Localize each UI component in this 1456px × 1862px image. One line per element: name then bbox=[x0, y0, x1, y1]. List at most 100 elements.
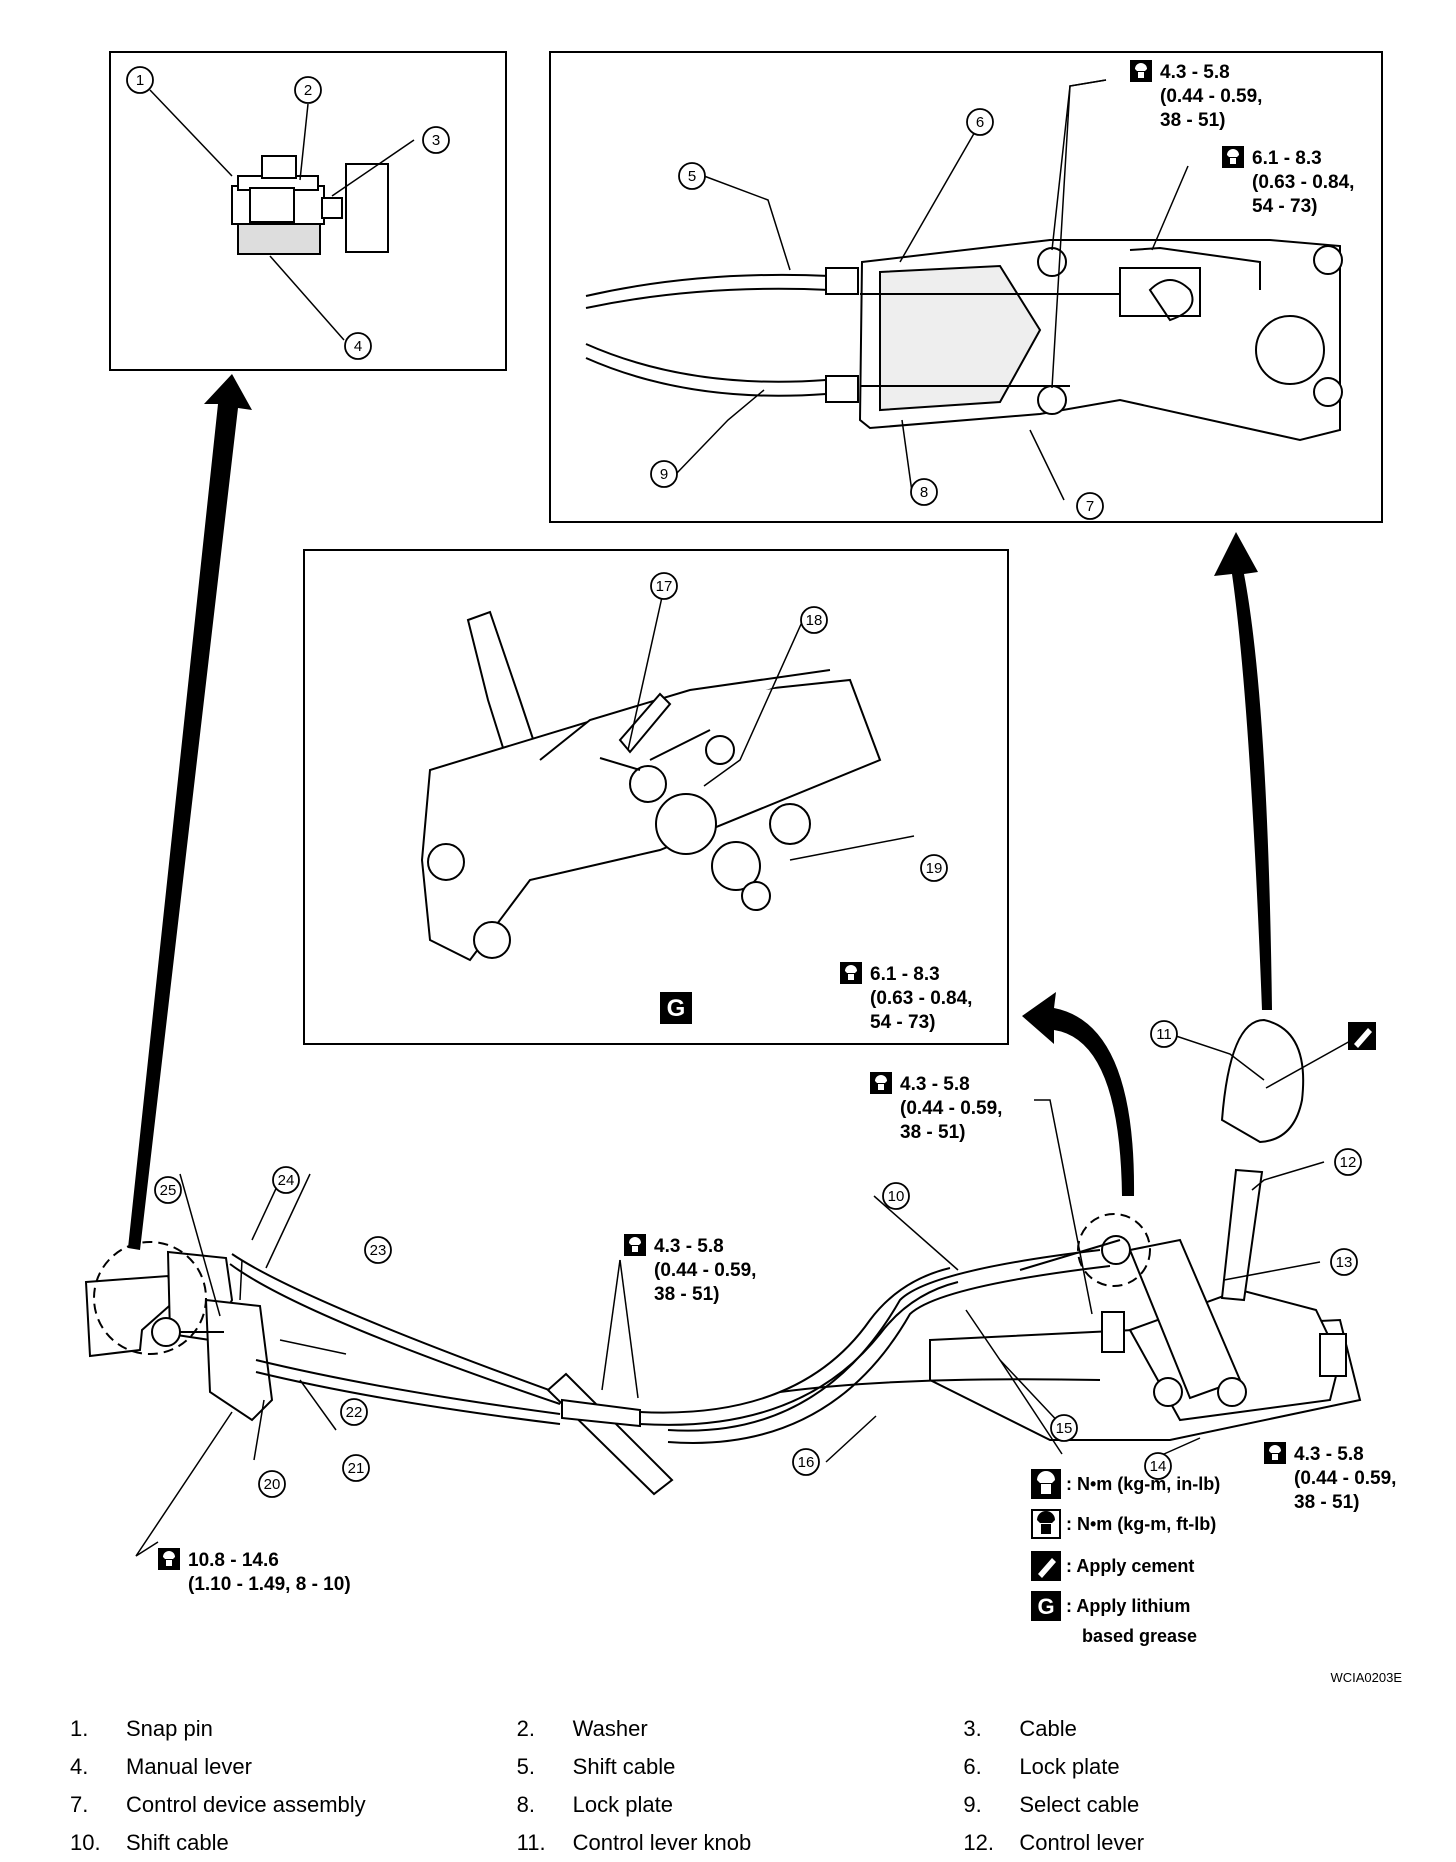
main-assembly-drawing bbox=[84, 1018, 1362, 1496]
callout-number: 13 bbox=[1336, 1254, 1353, 1271]
callout-number: 8 bbox=[920, 484, 928, 501]
figure-code: WCIA0203E bbox=[1330, 1670, 1402, 1685]
part-number: 8. bbox=[516, 1792, 536, 1817]
manual-lever-detail-drawing bbox=[231, 155, 389, 255]
callout-9: 9 bbox=[650, 460, 678, 488]
callout-number: 5 bbox=[688, 168, 696, 185]
torque-spec-line: 38 - 51) bbox=[654, 1284, 719, 1305]
torque-spec-line: (0.44 - 0.59, bbox=[1160, 86, 1262, 107]
torque-spec-line: 4.3 - 5.8 bbox=[654, 1236, 724, 1257]
grease-symbol-box: G bbox=[660, 992, 692, 1024]
callout-18: 18 bbox=[800, 606, 828, 634]
callout-16: 16 bbox=[792, 1448, 820, 1476]
part-item: 10.Shift cable bbox=[70, 1830, 517, 1856]
callout-number: 11 bbox=[1156, 1026, 1172, 1043]
cement-icon-marker bbox=[1348, 1022, 1376, 1050]
torque-ftlb-icon bbox=[1031, 1509, 1061, 1539]
callout-12: 12 bbox=[1334, 1148, 1362, 1176]
callout-number: 14 bbox=[1150, 1458, 1167, 1475]
legend-text: : Apply cement bbox=[1066, 1556, 1194, 1576]
part-number: 10. bbox=[70, 1830, 101, 1855]
callout-number: 2 bbox=[304, 82, 312, 99]
torque-spec-line: 38 - 51) bbox=[1160, 110, 1225, 131]
part-item: 11.Control lever knob bbox=[517, 1830, 964, 1856]
legend-text: : N•m (kg-m, in-lb) bbox=[1066, 1474, 1220, 1494]
callout-number: 16 bbox=[798, 1454, 815, 1471]
torque-spec-line: 6.1 - 8.3 bbox=[1252, 148, 1322, 169]
part-item: 9. Select cable bbox=[963, 1792, 1410, 1818]
callout-number: 20 bbox=[264, 1476, 281, 1493]
callout-1: 1 bbox=[126, 66, 154, 94]
part-number: 1. bbox=[70, 1716, 89, 1741]
callout-number: 7 bbox=[1086, 498, 1094, 515]
callout-number: 6 bbox=[976, 114, 984, 131]
torque-wrench-icon bbox=[624, 1234, 646, 1256]
torque-spec-t6: 4.3 - 5.8 (0.44 - 0.59, 38 - 51) bbox=[1264, 1442, 1396, 1513]
torque-layer: 4.3 - 5.8(0.44 - 0.59,38 - 51)6.1 - 8.3(… bbox=[158, 60, 1396, 1595]
callout-25: 25 bbox=[154, 1176, 182, 1204]
callout-19: 19 bbox=[920, 854, 948, 882]
callout-2: 2 bbox=[294, 76, 322, 104]
callout-5: 5 bbox=[678, 162, 706, 190]
part-name: Select cable bbox=[1019, 1792, 1140, 1817]
legend: : N•m (kg-m, in-lb) : N•m (kg-m, ft-lb) : … bbox=[1031, 1469, 1220, 1646]
torque-wrench-icon bbox=[1264, 1442, 1286, 1464]
part-name: Manual lever bbox=[126, 1754, 252, 1779]
legend-grease-line2: based grease bbox=[1082, 1626, 1197, 1646]
part-number: 9. bbox=[963, 1792, 982, 1817]
legend-item-torque-ftlb: : N•m (kg-m, ft-lb) bbox=[1031, 1509, 1216, 1539]
torque-spec-line: (0.44 - 0.59, bbox=[900, 1098, 1002, 1119]
part-item: 1.Snap pin bbox=[70, 1716, 517, 1742]
callout-number: 18 bbox=[806, 612, 823, 629]
part-item: 2.Washer bbox=[517, 1716, 964, 1742]
torque-spec-t2: 6.1 - 8.3(0.63 - 0.84,54 - 73) bbox=[1222, 146, 1354, 217]
callout-number: 1 bbox=[136, 72, 144, 89]
callout-22: 22 bbox=[340, 1398, 368, 1426]
callout-number: 17 bbox=[656, 578, 673, 595]
torque-spec-line: 4.3 - 5.8 bbox=[900, 1074, 970, 1095]
torque-spec-line: (0.44 - 0.59, bbox=[1294, 1468, 1396, 1489]
callout-23: 23 bbox=[364, 1236, 392, 1264]
torque-spec-line: 54 - 73) bbox=[870, 1012, 935, 1033]
callout-13: 13 bbox=[1330, 1248, 1358, 1276]
callout-8: 8 bbox=[910, 478, 938, 506]
torque-spec-line: 10.8 - 14.6 bbox=[188, 1550, 279, 1571]
control-device-detail-drawing bbox=[585, 239, 1343, 442]
part-number: 12. bbox=[963, 1830, 994, 1855]
part-number: 7. bbox=[70, 1792, 89, 1817]
part-item: 4. Manual lever bbox=[70, 1754, 517, 1780]
legend-text: : N•m (kg-m, ft-lb) bbox=[1066, 1514, 1216, 1534]
svg-text:G: G bbox=[1037, 1594, 1054, 1619]
torque-spec-line: 38 - 51) bbox=[1294, 1492, 1359, 1513]
detail-box-control-device bbox=[549, 51, 1383, 523]
part-item: 6.Lock plate bbox=[963, 1754, 1410, 1780]
torque-spec-line: 4.3 - 5.8 bbox=[1294, 1444, 1364, 1465]
callout-number: 4 bbox=[354, 338, 362, 355]
callout-layer: 1234567891011121314151617181920212223242… bbox=[126, 66, 1362, 1498]
torque-spec-line: 38 - 51) bbox=[900, 1122, 965, 1143]
legend-item-cement: : Apply cement bbox=[1031, 1551, 1194, 1581]
torque-wrench-icon bbox=[870, 1072, 892, 1094]
detail-box-lever-bracket bbox=[303, 549, 1009, 1045]
callout-number: 24 bbox=[278, 1172, 295, 1189]
torque-spec-line: 4.3 - 5.8 bbox=[1160, 62, 1230, 83]
leader-lines bbox=[135, 79, 1325, 1557]
callout-number: 25 bbox=[160, 1182, 177, 1199]
callout-number: 12 bbox=[1340, 1154, 1357, 1171]
part-number: 4. bbox=[70, 1754, 89, 1779]
torque-wrench-icon bbox=[840, 962, 862, 984]
part-name: Lock plate bbox=[572, 1792, 673, 1817]
callout-10: 10 bbox=[882, 1182, 910, 1210]
callout-7: 7 bbox=[1076, 492, 1104, 520]
torque-spec-line: 6.1 - 8.3 bbox=[870, 964, 940, 985]
torque-spec-t5: 4.3 - 5.8(0.44 - 0.59,38 - 51) bbox=[624, 1234, 756, 1305]
part-item: 7.Control device assembly bbox=[70, 1792, 517, 1818]
cement-icon bbox=[1031, 1551, 1061, 1581]
part-name: Control lever bbox=[1019, 1830, 1145, 1855]
callout-24: 24 bbox=[272, 1166, 300, 1194]
callout-17: 17 bbox=[650, 572, 678, 600]
grease-icon: G bbox=[1031, 1591, 1061, 1621]
